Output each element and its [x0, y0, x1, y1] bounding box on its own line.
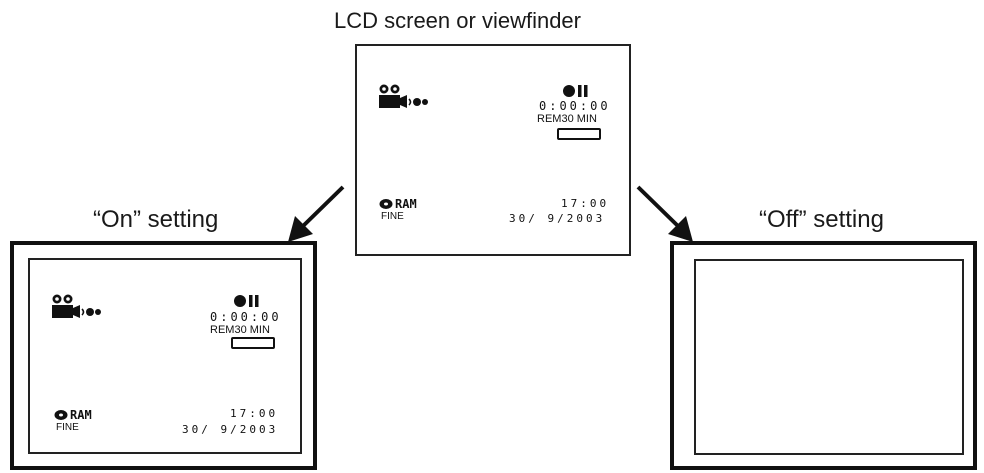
center-screen: 0:00:00 REM30 MIN RAM FINE 17:00 30/ 9/2… — [355, 44, 631, 256]
battery-icon — [231, 337, 275, 349]
on-setting-screen: 0:00:00 REM30 MIN RAM FINE 17:00 30/ 9/2… — [28, 258, 302, 454]
clock-time: 17:00 — [561, 197, 610, 210]
on-setting-frame: 0:00:00 REM30 MIN RAM FINE 17:00 30/ 9/2… — [10, 241, 317, 470]
remaining-time: REM30 MIN — [537, 114, 597, 125]
remaining-value: 30 MIN — [234, 324, 270, 336]
clock-date: 30/ 9/2003 — [182, 423, 279, 436]
media-label: RAM — [395, 197, 417, 211]
disc-icon — [54, 410, 68, 420]
battery-icon — [557, 128, 601, 140]
remaining-prefix: REM — [537, 113, 562, 125]
clock-time: 17:00 — [230, 407, 279, 420]
arrow-icon — [288, 185, 345, 242]
record-pause-icon — [563, 85, 588, 97]
camera-mode-icon — [379, 84, 428, 108]
remaining-value: 30 MIN — [561, 113, 597, 125]
counter: 0:00:00 — [210, 310, 282, 324]
remaining-time: REM30 MIN — [210, 325, 270, 336]
off-setting-caption: “Off” setting — [759, 206, 884, 233]
counter: 0:00:00 — [539, 99, 611, 113]
top-caption: LCD screen or viewfinder — [334, 8, 581, 33]
remaining-prefix: REM — [210, 324, 235, 336]
clock-date: 30/ 9/2003 — [509, 212, 606, 225]
quality-label: FINE — [56, 422, 79, 433]
on-setting-caption: “On” setting — [93, 206, 219, 233]
media-label: RAM — [70, 408, 92, 422]
camera-mode-icon — [52, 294, 101, 318]
arrow-icon — [636, 185, 693, 242]
record-pause-icon — [234, 295, 259, 307]
quality-label: FINE — [381, 211, 404, 222]
off-setting-screen — [694, 259, 964, 455]
disc-icon — [379, 199, 393, 209]
off-setting-frame — [670, 241, 977, 470]
